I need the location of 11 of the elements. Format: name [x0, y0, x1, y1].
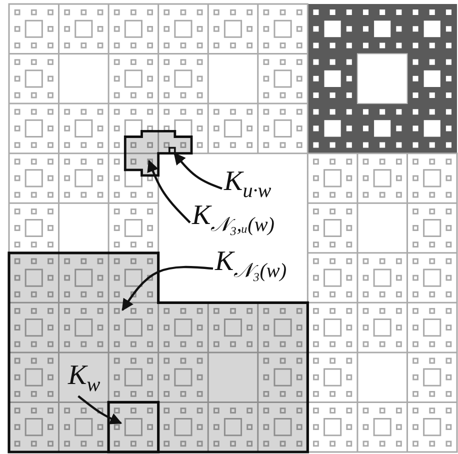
highlight-square — [107, 400, 160, 454]
arrow — [147, 160, 191, 224]
arrow — [122, 266, 214, 312]
arrow — [174, 152, 222, 190]
math-label: K$_{u·w}$ — [224, 168, 272, 202]
math-label: K$_{w}$ — [68, 362, 100, 396]
shaded-region — [8, 252, 309, 454]
math-label: K$_{𝒩₃(w)}$ — [215, 248, 287, 282]
highlight-square — [168, 146, 176, 154]
math-label: K$_{𝒩₃,ᵤ(w)}$ — [192, 202, 275, 236]
shaded-region — [124, 130, 193, 177]
